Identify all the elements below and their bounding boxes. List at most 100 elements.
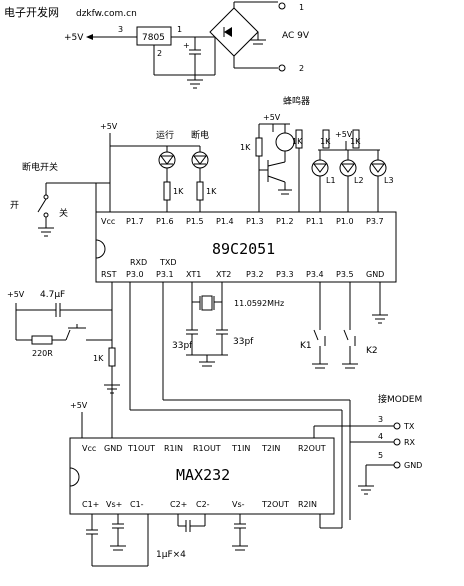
site-url: dzkfw.com.cn [76,9,137,19]
run-resistor [163,181,171,201]
mcu-bottom-pin-8: P3.5 [336,270,354,279]
buzzer-label: 蜂鸣器 [283,95,310,107]
max232-bottom-pin-0: C1+ [82,500,99,509]
mcu-txd-label: TXD [159,258,177,267]
mcu-top-pin-7: P1.1 [306,217,324,226]
reset-pulldown-resistor [108,347,116,367]
max232-top-pin-6: T2IN [261,444,280,453]
led-l1 [311,159,329,177]
bridge-rectifier [209,7,259,57]
crystal-circuit: 11.0592MHz 33pf 33pf [172,282,284,367]
crystal [201,295,213,311]
reset-resistor-label: 220R [32,349,53,358]
max232-top-pin-5: T1IN [231,444,250,453]
stop-resistor [196,181,204,201]
max232-top-pin-3: R1IN [164,444,183,453]
mcu-bottom-pin-2: P3.1 [156,270,174,279]
stop-resistor-label: 1K [206,187,217,196]
modem-gnd-label: GND [404,461,422,470]
max232-top-pin-2: T1OUT [127,444,155,453]
crystal-cap1-label: 33pf [172,341,193,351]
crystal-cap2-label: 33pf [233,337,254,347]
reg-pin2: 2 [157,49,162,58]
mcu-89c2051: +5V 89C2051 Vcc P1.7 P1.6 P1.5 P1.4 P1.3… [95,122,397,324]
mcu-top-pin-8: P1.0 [336,217,354,226]
modem-tx-terminal [393,422,401,430]
modem-tx-label: TX [403,422,415,431]
buzzer-supply: +5V [263,113,281,122]
modem-connector: 接MODEM 3 TX 4 RX 5 GND [313,393,422,495]
ac-input-label: AC 9V [282,31,310,41]
power-switch: 断电开关 开 关 [10,161,97,237]
led-l3 [369,159,387,177]
key-k2-label: K2 [366,346,378,356]
status-leds: 运行 断电 1K 1K [156,129,217,212]
max232-chip: +5V MAX232 Vcc GND T1OUT R1IN R1OUT T1IN… [69,282,351,567]
modem-pin-4-num: 4 [378,432,383,441]
buzzer-circuit: 蜂鸣器 +5V 1K [240,95,310,212]
mcu-top-pin-5: P1.3 [246,217,264,226]
modem-gnd-terminal [393,461,401,469]
key-k1-label: K1 [300,341,312,351]
buzzer-resistor-label: 1K [240,143,251,152]
max232-top-pin-7: R2OUT [298,444,326,453]
mcu-bottom-pin-1: P3.0 [126,270,144,279]
mcu-body [95,211,397,283]
reset-cap-label: 4.7μF [40,290,65,300]
max232-bottom-pin-6: T2OUT [261,500,289,509]
max232-bottom-pin-2: C1- [130,500,144,509]
modem-pin-3-num: 3 [378,415,383,424]
led-l3-label: L3 [384,176,394,185]
mcu-bottom-pin-7: P3.4 [306,270,324,279]
power-supply: +5V 3 7805 1 2 + 1 2 AC 9V [64,1,310,89]
switch-on-label: 开 [10,200,19,211]
led-l2 [339,159,357,177]
mcu-bottom-pin-5: P3.2 [246,270,264,279]
mcu-supply: +5V [100,122,118,131]
ac-terminal-2-label: 2 [299,64,304,73]
led-l1-label: L1 [326,176,336,185]
max232-top-pin-1: GND [104,444,122,453]
ac-terminal-2 [278,64,286,72]
modem-rx-label: RX [404,438,416,447]
reset-pulldown-label: 1K [93,354,104,363]
stop-led [191,151,209,169]
max232-bottom-pin-7: R2IN [298,500,317,509]
max232-supply: +5V [70,401,88,410]
reg-pin3: 3 [118,25,123,34]
ac-terminal-1 [278,2,286,10]
max232-top-pin-0: Vcc [82,444,96,453]
keys: K1 K2 [300,282,378,369]
buzzer-resistor [255,137,263,157]
mcu-bottom-pin-3: XT1 [186,270,201,279]
mcu-bottom-pin-9: GND [366,270,384,279]
mcu-top-pin-6: P1.2 [276,217,294,226]
led-resistor-2-label: 1K [320,137,331,146]
max232-bottom-pin-4: C2- [196,500,210,509]
mcu-top-pin-0: Vcc [101,217,115,226]
max232-bottom-pin-3: C2+ [170,500,187,509]
mcu-top-pin-3: P1.5 [186,217,204,226]
led-l2-label: L2 [354,176,364,185]
run-resistor-label: 1K [173,187,184,196]
max232-body [69,437,335,515]
led-resistor-1-label: 1K [292,137,303,146]
mcu-bottom-pin-0: RST [101,270,117,279]
modem-rx-terminal [393,438,401,446]
max232-name: MAX232 [176,466,230,484]
stop-label: 断电 [191,129,209,141]
switch-title: 断电开关 [22,161,58,173]
run-led [158,151,176,169]
max232-bottom-pin-1: Vs+ [106,500,122,509]
led-resistor-3 [352,129,360,149]
led-resistor-2 [322,129,330,149]
max232-bottom-pin-5: Vs- [232,500,245,509]
max232-caps-label: 1μF×4 [156,550,186,560]
reset-supply: +5V [7,290,25,299]
cap-plus-sign: + [183,41,190,50]
output-leds: +5V L1 L2 L3 1K 1K 1K [292,129,394,212]
regulator-label: 7805 [142,33,165,43]
mcu-top-pin-2: P1.6 [156,217,174,226]
mcu-top-pin-9: P3.7 [366,217,384,226]
